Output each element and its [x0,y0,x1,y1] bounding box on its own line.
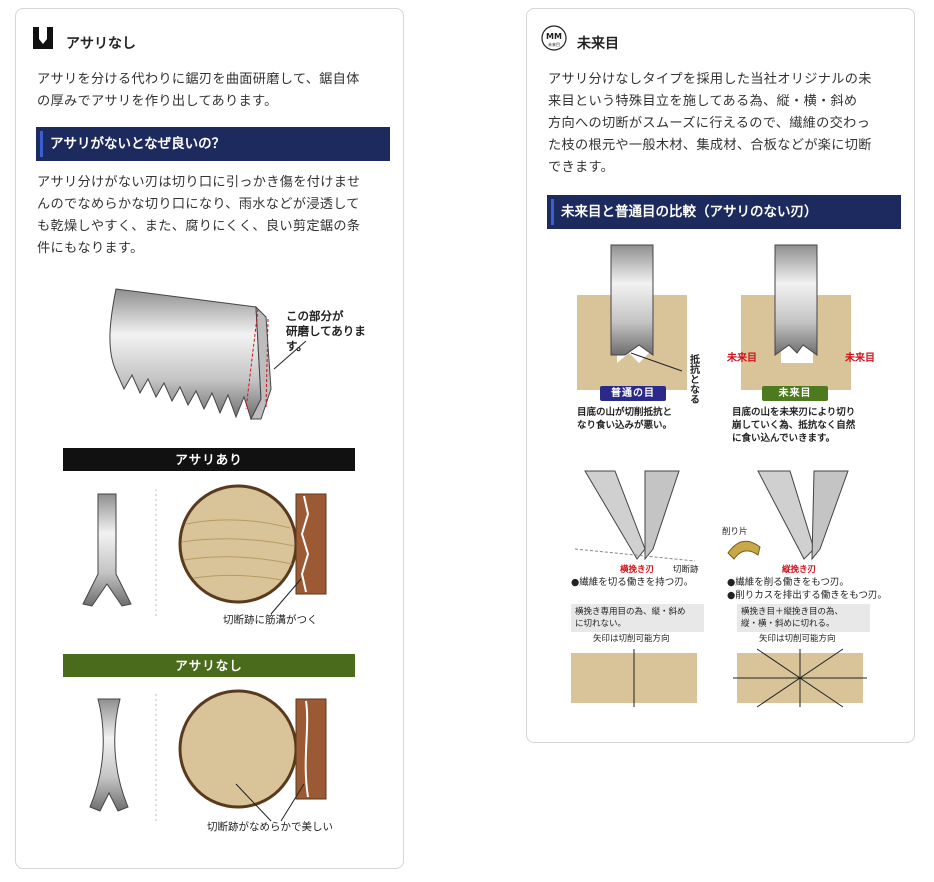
crosscut-cut-label: 切断跡 [673,565,699,575]
crosscut-board [571,649,697,707]
blade-grind-illustration [109,288,307,421]
grind-note: この部分が研磨してあります。 [286,309,366,353]
svg-text:未来目: 未来目 [548,41,560,47]
mirai-desc: 目底の山を未来刃により切り崩していく為、抵抗なく自然に食い込んでいきます。 [732,407,856,444]
crosscut-arrow-note: 矢印は切削可能方向 [593,634,670,644]
mirai-tag: 未来目 [762,386,828,401]
svg-text:抵抗となる: 抵抗となる [688,353,700,404]
rip-blade-label: 縦挽き刃 [782,565,817,575]
intro-text: アサリ分けなしタイプを採用した当社オリジナルの未来目という特殊目立を施してある為… [548,72,872,175]
normal-tag: 普通の目 [600,386,666,401]
crosscut-note: ●繊維を切る働きを持つ刃。 [571,577,694,588]
intro-text: アサリを分ける代わりに鋸刃を曲面研磨して、鋸自体の厚みでアサリを作り出してありま… [37,72,360,109]
svg-text:未来目: 未来目 [844,351,875,364]
mirai-red-labels: 未来目 未来目 [726,351,875,364]
rip-board [733,648,867,708]
asari-nashi-caption: 切断跡がなめらかで美しい [207,821,333,833]
normal-desc: 目底の山が切削抵抗となり食い込みが悪い。 [577,407,673,431]
asari-ari-caption: 切断跡に筋溝がつく [223,614,318,626]
asari-nashi-illustration [89,689,327,824]
mirai-teeth-illustration [741,244,851,390]
asari-nashi-label: アサリなし [63,654,355,677]
mirai-me-card: MM 未来目 未来目 アサリ分けなしタイプを採用した当社オリジナルの未来目という… [526,8,915,743]
crosscut-box: 横挽き専用目の為、縦・斜めに切れない。 [571,604,704,632]
crosscut-blade-illustration [574,470,696,562]
card-title: アサリなし [66,36,136,52]
saw-tooth-icon [33,27,53,49]
asari-ari-label: アサリあり [63,448,355,471]
svg-text:未来目: 未来目 [726,351,757,364]
rip-arrow-note: 矢印は切削可能方向 [759,634,836,644]
section-heading: 未来目と普通目の比較（アサリのない刃） [547,195,901,229]
svg-text:MM: MM [546,32,562,41]
section-heading: アサリがないとなぜ良いの？ [36,127,390,161]
body-text: アサリ分けがない刃は切り口に引っかき傷を付けませんのでなめらかな切り口になり、雨… [37,175,361,256]
normal-teeth-illustration [577,244,687,390]
rip-blade-illustration [727,470,849,561]
rip-notes: ●繊維を削る働きをもつ刃。●削りカスを排出する働きをもつ刃。 [727,577,887,601]
chip-label: 削り片 [722,527,748,537]
resist-label: 抵抗となる [688,353,700,404]
rip-box: 横挽き目＋縦挽き目の為、縦・横・斜めに切れる。 [737,604,870,632]
card-title: 未来目 [577,36,619,52]
crosscut-blade-label: 横挽き刃 [620,565,655,575]
asari-ari-illustration [82,484,327,619]
asari-nashi-card: アサリなし アサリを分ける代わりに鋸刃を曲面研磨して、鋸自体の厚みでアサリを作り… [15,8,404,869]
mirai-me-logo-icon: MM 未来目 [541,25,567,51]
